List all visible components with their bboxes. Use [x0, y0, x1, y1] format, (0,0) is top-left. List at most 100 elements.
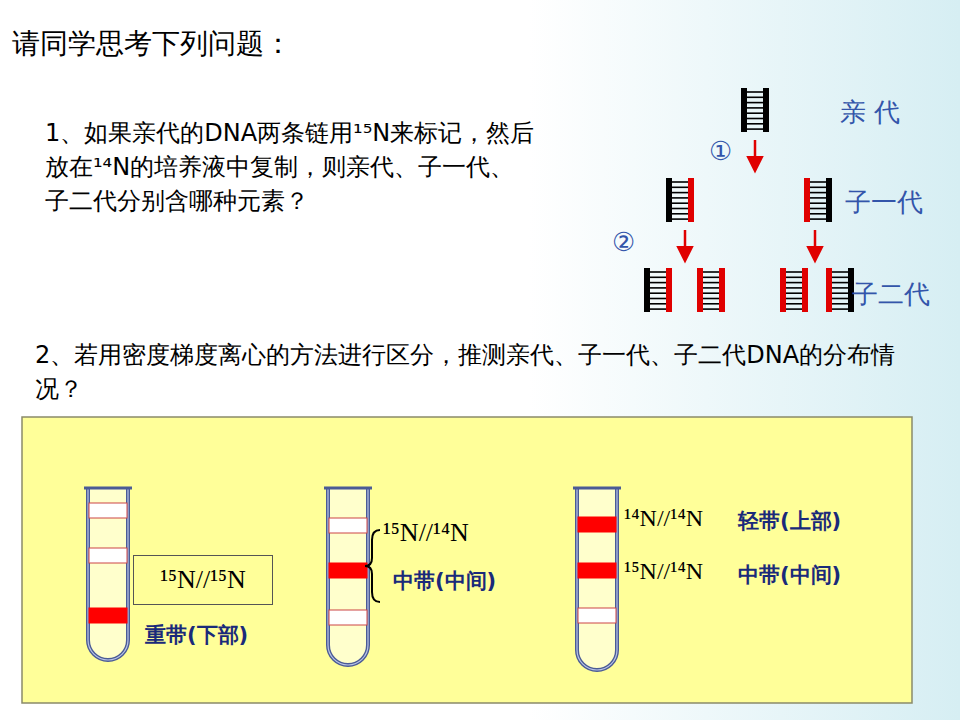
generation-label: 子二代 — [852, 278, 930, 311]
base-pair — [810, 187, 826, 189]
replication-arrows — [685, 140, 815, 260]
base-pair — [703, 303, 719, 305]
base-pair — [810, 208, 826, 210]
tube-highlight — [88, 488, 128, 660]
base-pair — [650, 276, 666, 278]
base-pair — [747, 118, 763, 120]
dna-molecule — [826, 268, 854, 312]
base-pair — [747, 97, 763, 99]
arrow — [684, 230, 687, 260]
base-pair — [703, 276, 719, 278]
dna-strand — [802, 268, 808, 312]
dna-molecule — [741, 88, 769, 132]
base-pair — [703, 287, 719, 289]
test-tube — [573, 488, 621, 670]
dna-band — [329, 563, 367, 578]
base-pair — [672, 213, 688, 215]
tube-wall — [577, 488, 617, 670]
base-pair — [672, 218, 688, 220]
dna-band — [578, 517, 616, 532]
strand-label: ¹⁴N//¹⁴N — [624, 503, 703, 533]
base-pair — [650, 308, 666, 310]
tube-highlight — [577, 488, 617, 670]
base-pair — [703, 292, 719, 294]
base-pair — [650, 303, 666, 305]
dna-band — [89, 608, 127, 623]
test-tube — [324, 488, 372, 665]
base-pair — [786, 303, 802, 305]
base-pair — [832, 282, 848, 284]
base-pair — [832, 298, 848, 300]
step-number: ① — [709, 135, 732, 168]
base-pair — [786, 276, 802, 278]
band-label: 中带(中间) — [738, 562, 841, 588]
base-pair — [832, 271, 848, 273]
base-pair — [832, 287, 848, 289]
dna-strand — [697, 268, 703, 312]
dna-strand — [688, 178, 694, 222]
dna-strand — [719, 268, 725, 312]
base-pair — [786, 271, 802, 273]
dna-strand — [826, 178, 832, 222]
dna-band — [578, 563, 616, 578]
empty-band — [89, 548, 127, 563]
question: 2、若用密度梯度离心的方法进行区分，推测亲代、子一代、子二代DNA的分布情况？ — [35, 338, 925, 406]
dna-strand — [644, 268, 650, 312]
dna-figures — [644, 88, 854, 312]
empty-band — [329, 610, 367, 625]
base-pair — [832, 308, 848, 310]
base-pair — [832, 292, 848, 294]
dna-molecule — [666, 178, 694, 222]
empty-band — [578, 608, 616, 623]
tube-rim — [84, 487, 132, 490]
base-pair — [832, 303, 848, 305]
base-pair — [650, 271, 666, 273]
dna-strand — [763, 88, 769, 132]
base-pair — [672, 197, 688, 199]
base-pair — [786, 298, 802, 300]
band-label: 轻带(上部) — [738, 508, 841, 534]
yellow-panel — [22, 417, 912, 703]
base-pair — [703, 282, 719, 284]
strand-label: ¹⁵N//¹⁵N — [160, 564, 246, 595]
dna-strand — [666, 268, 672, 312]
step-number: ② — [612, 226, 635, 259]
strand-label: ¹⁵N//¹⁴N — [383, 517, 469, 550]
test-tube — [84, 488, 132, 660]
base-pair — [786, 282, 802, 284]
base-pair — [650, 298, 666, 300]
base-pair — [747, 91, 763, 93]
tube-wall — [88, 488, 128, 660]
band-label: 中带(中间) — [393, 568, 496, 594]
arrow — [814, 230, 817, 260]
dna-molecule — [804, 178, 832, 222]
band-label: 重带(下部) — [145, 622, 248, 648]
base-pair — [747, 123, 763, 125]
base-pair — [747, 107, 763, 109]
base-pair — [703, 308, 719, 310]
empty-band — [89, 503, 127, 518]
base-pair — [672, 208, 688, 210]
base-pair — [747, 128, 763, 130]
base-pair — [703, 298, 719, 300]
dna-strand — [826, 268, 832, 312]
base-pair — [810, 202, 826, 204]
empty-band — [329, 518, 367, 533]
base-pair — [810, 213, 826, 215]
title: 请同学思考下列问题： — [12, 26, 292, 61]
base-pair — [810, 181, 826, 183]
base-pair — [672, 187, 688, 189]
dna-molecule — [644, 268, 672, 312]
dna-molecule — [780, 268, 808, 312]
base-pair — [650, 282, 666, 284]
generation-label: 子一代 — [845, 186, 923, 219]
dna-strand — [780, 268, 786, 312]
dna-strand — [741, 88, 747, 132]
base-pair — [786, 287, 802, 289]
base-pair — [786, 308, 802, 310]
dna-molecule — [697, 268, 725, 312]
base-pair — [650, 292, 666, 294]
strand-label: ¹⁵N//¹⁴N — [624, 556, 703, 586]
